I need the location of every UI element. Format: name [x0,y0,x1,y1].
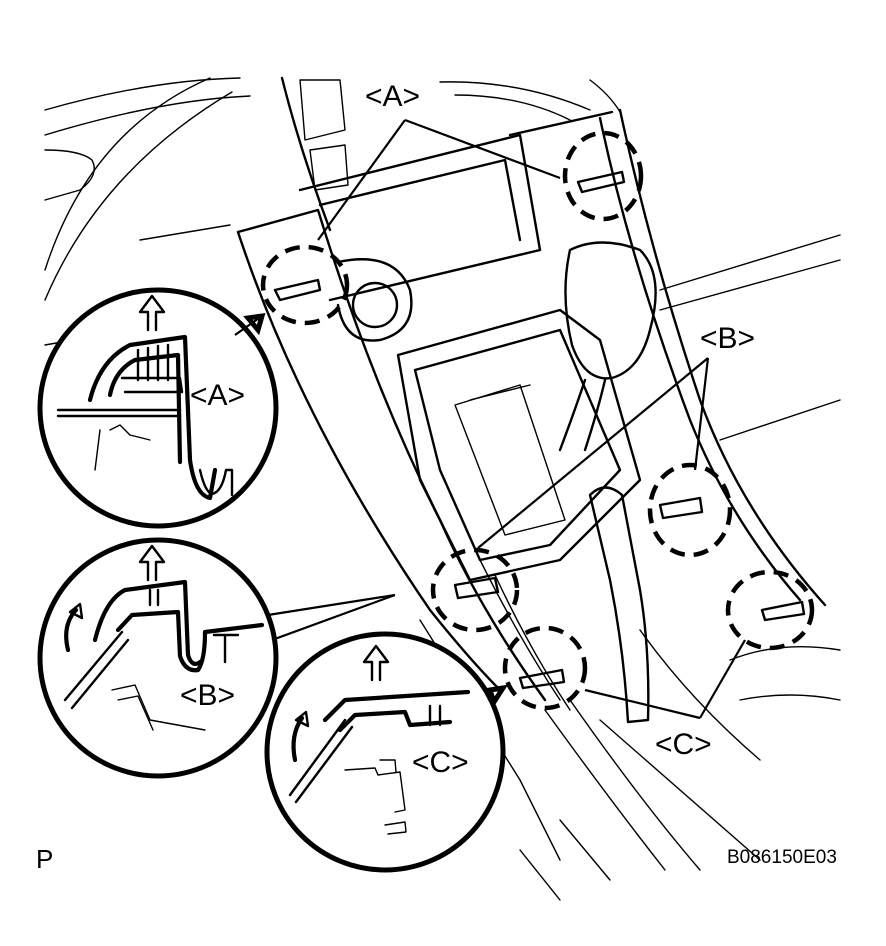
shift-lever [558,241,657,724]
callout-b-label: <B> [700,322,755,355]
clip-b-left [453,576,500,600]
arrow-up-icon [138,544,166,582]
detail-view-c: <C> [264,631,509,873]
detail-c-label: <C> [412,746,469,779]
clip-c-right [760,600,806,622]
detail-view-a: <A> [37,287,279,529]
corner-letter: P [36,844,53,874]
marker-c-left [502,625,588,711]
marker-b-left [430,547,520,633]
marker-a-left [260,244,350,326]
marker-a-right [562,130,644,222]
leader-lines [317,118,746,720]
detail-a-label: <A> [190,379,245,412]
clip-c-left [518,668,566,690]
callout-c-label: <C> [655,728,712,761]
clip-b-right [658,496,704,520]
figure-code: B086150E03 [727,847,837,868]
clip-a-left [273,278,322,302]
clip-a-right [576,170,626,194]
arrow-up-icon [138,294,166,332]
marker-c-right [725,569,815,651]
clip-location-markers [260,130,815,711]
marker-b-right [647,462,733,558]
callout-a-label: <A> [365,80,420,113]
detail-b-label: <B> [180,679,235,712]
arrow-up-icon [362,644,390,682]
clips [273,170,806,690]
detail-view-b: <B> [37,537,396,779]
